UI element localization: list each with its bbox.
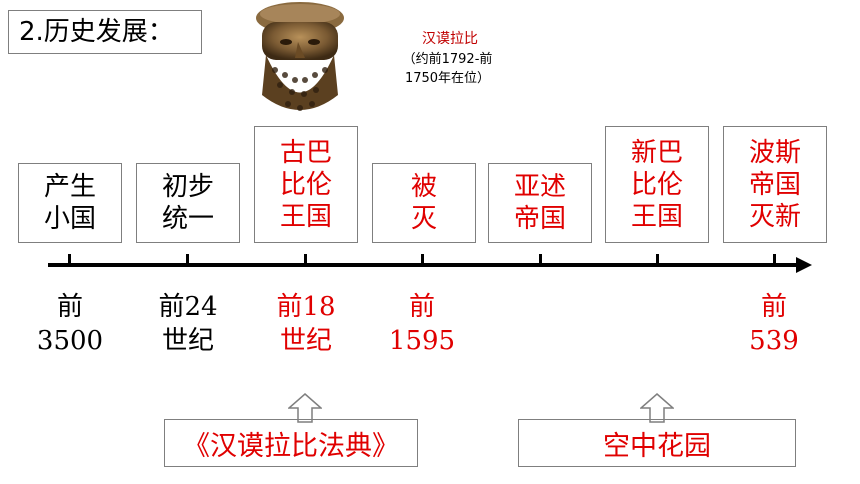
event-text: 帝国 <box>748 169 801 200</box>
event-box-assyria: 亚述帝国 <box>488 163 592 243</box>
event-text: 初步 <box>161 172 214 202</box>
event-text: 王国 <box>279 201 332 232</box>
date-text: 539 <box>749 326 799 356</box>
event-box-old-babylon: 古巴比伦王国 <box>254 126 358 243</box>
ruler-dates-line: （约前1792-前 <box>402 52 493 67</box>
event-text: 比伦 <box>630 169 683 200</box>
achievement-hanging-gardens: 空中花园 <box>518 419 796 467</box>
event-box-destroyed: 被灭 <box>372 163 476 243</box>
event-text: 小国 <box>43 204 96 234</box>
ruler-dates-line: 1750年在位） <box>404 71 491 86</box>
event-text: 帝国 <box>513 204 566 234</box>
date-text: 1595 <box>388 326 456 356</box>
event-text: 灭 <box>410 204 437 234</box>
event-text: 亚述 <box>513 172 566 202</box>
event-box-initial-unification: 初步统一 <box>136 163 240 243</box>
event-text: 产生 <box>43 172 96 202</box>
ruler-name: 汉谟拉比 <box>422 31 478 47</box>
achievement-code-of-hammurabi: 《汉谟拉比法典》 <box>164 419 418 467</box>
date-label: 前 3500 <box>15 290 125 358</box>
achievement-text: 空中花园 <box>603 430 711 462</box>
date-text: 前 <box>56 292 83 322</box>
event-text: 古巴 <box>279 137 332 168</box>
event-text: 灭新 <box>748 201 801 232</box>
event-text: 统一 <box>161 204 214 234</box>
hammurabi-bust-image <box>256 2 344 111</box>
date-text: 世纪 <box>161 326 214 356</box>
date-text: 前 <box>760 292 787 322</box>
event-text: 比伦 <box>279 169 332 200</box>
timeline-tick <box>773 254 776 264</box>
event-box-small-states: 产生小国 <box>18 163 122 243</box>
event-text: 王国 <box>630 201 683 232</box>
date-text: 前18 <box>276 292 336 322</box>
timeline-tick <box>186 254 189 264</box>
section-title: 2.历史发展： <box>8 10 202 54</box>
ruler-reign-dates: （约前1792-前 1750年在位） <box>385 50 510 88</box>
timeline-tick <box>304 254 307 264</box>
date-text: 前24 <box>158 292 218 322</box>
date-text: 前 <box>408 292 435 322</box>
date-label: 前 1595 <box>367 290 477 358</box>
timeline-tick <box>421 254 424 264</box>
achievement-text: 《汉谟拉比法典》 <box>183 430 399 462</box>
timeline-tick <box>68 254 71 264</box>
date-label: 前24 世纪 <box>133 290 243 358</box>
up-arrow-icon <box>640 393 674 423</box>
date-label: 前18 世纪 <box>251 290 361 358</box>
event-box-persia: 波斯帝国灭新 <box>723 126 827 243</box>
timeline-tick <box>656 254 659 264</box>
event-text: 波斯 <box>748 137 801 168</box>
date-label: 前 539 <box>719 290 829 358</box>
up-arrow-icon <box>288 393 322 423</box>
timeline-tick <box>539 254 542 264</box>
date-text: 3500 <box>36 326 104 356</box>
event-text: 新巴 <box>630 137 683 168</box>
event-box-neo-babylon: 新巴比伦王国 <box>605 126 709 243</box>
date-text: 世纪 <box>279 326 332 356</box>
event-text: 被 <box>410 172 437 202</box>
timeline-arrow-icon <box>796 257 812 273</box>
timeline-axis <box>48 263 800 267</box>
